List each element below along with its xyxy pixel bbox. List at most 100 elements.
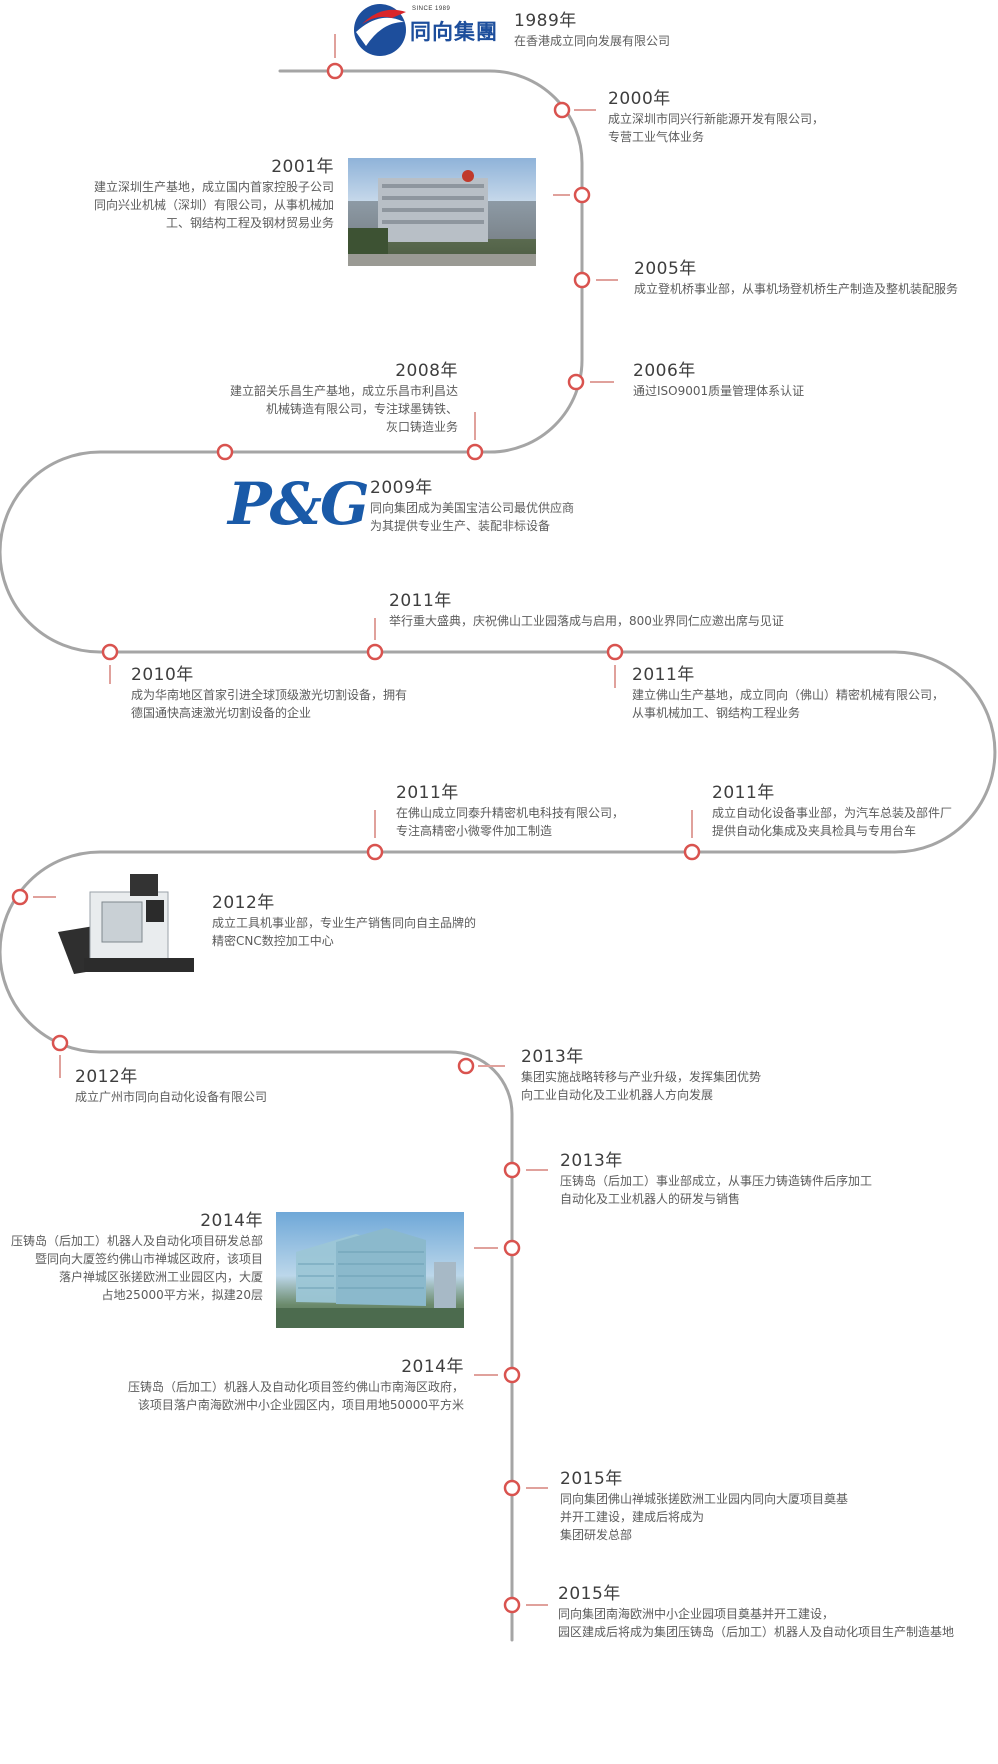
event-desc: 在香港成立同向发展有限公司 <box>514 34 671 48</box>
event-desc: 自动化及工业机器人的研发与销售 <box>560 1192 741 1206</box>
event-desc: 专注高精密小微零件加工制造 <box>396 824 553 838</box>
event-desc: 举行重大盛典，庆祝佛山工业园落成与启用，800业界同仁应邀出席与见证 <box>389 614 784 628</box>
event-2011-foshan: 2011年 建立佛山生产基地，成立同向（佛山）精密机械有限公司， 从事机械加工、… <box>632 664 944 722</box>
event-year: 2011年 <box>389 591 452 611</box>
marker-2005 <box>573 271 591 289</box>
event-2011-automation: 2011年 成立自动化设备事业部，为汽车总装及部件厂 提供自动化集成及夹具检具与… <box>712 782 952 840</box>
event-2009: 2009年 同向集团成为美国宝洁公司最优供应商 为其提供专业生产、装配非标设备 <box>370 477 574 535</box>
logo-brand-name: 同向集團 <box>410 20 498 44</box>
event-year: 2006年 <box>633 361 696 381</box>
event-2015-park: 2015年 同向集团南海欧洲中小企业园项目奠基并开工建设， 园区建成后将成为集团… <box>558 1583 954 1641</box>
marker-2012b <box>51 1034 69 1052</box>
event-desc: 成立登机桥事业部，从事机场登机桥生产制造及整机装配服务 <box>634 282 959 296</box>
event-desc: 同向兴业机械（深圳）有限公司，从事机械加 <box>93 198 334 212</box>
event-year: 2015年 <box>558 1584 621 1604</box>
marker-2000 <box>553 101 571 119</box>
marker-2015b <box>503 1596 521 1614</box>
event-desc: 德国通快高速激光切割设备的企业 <box>131 706 312 720</box>
marker-2014b <box>503 1366 521 1384</box>
logo-emblem-icon <box>354 4 406 56</box>
company-logo: SINCE 1989 同向集團 <box>352 2 502 58</box>
pg-logo: P&G <box>228 470 370 538</box>
event-desc: 同向集团南海欧洲中小企业园项目奠基并开工建设， <box>558 1607 835 1621</box>
event-2012-guangzhou: 2012年 成立广州市同向自动化设备有限公司 <box>75 1066 267 1106</box>
event-year: 2012年 <box>212 893 275 913</box>
logo-since: SINCE 1989 <box>412 6 451 12</box>
event-desc: 工、钢结构工程及钢材贸易业务 <box>165 216 334 230</box>
event-desc: 成立自动化设备事业部，为汽车总装及部件厂 <box>712 806 953 820</box>
marker-2013b <box>503 1161 521 1179</box>
event-desc: 同向集团佛山禅城张搓欧洲工业园内同向大厦项目奠基 <box>560 1492 849 1506</box>
event-year: 2011年 <box>712 783 775 803</box>
event-desc: 压铸岛（后加工）事业部成立，从事压力铸造铸件后序加工 <box>560 1174 873 1188</box>
marker-2010 <box>101 643 119 661</box>
event-desc: 成立深圳市同兴行新能源开发有限公司， <box>608 112 825 126</box>
event-desc: 成立工具机事业部，专业生产销售同向自主品牌的 <box>212 916 477 930</box>
marker-2012a <box>11 888 29 906</box>
event-year: 2010年 <box>131 665 194 685</box>
event-2006: 2006年 通过ISO9001质量管理体系认证 <box>633 360 804 400</box>
event-desc: 为其提供专业生产、装配非标设备 <box>370 519 551 533</box>
event-desc: 暨同向大厦签约佛山市禅城区政府，该项目 <box>34 1252 263 1266</box>
marker-2011b <box>606 643 624 661</box>
event-2008: 2008年 建立韶关乐昌生产基地，成立乐昌市利昌达 机械铸造有限公司，专注球墨铸… <box>230 360 458 436</box>
event-year: 2011年 <box>632 665 695 685</box>
marker-2013a <box>457 1057 475 1075</box>
marker-1989 <box>326 62 344 80</box>
event-desc: 在佛山成立同泰升精密机电科技有限公司， <box>396 806 625 820</box>
event-year: 2014年 <box>401 1357 464 1377</box>
event-desc: 集团研发总部 <box>560 1528 633 1542</box>
event-year: 2013年 <box>560 1151 623 1171</box>
event-desc: 从事机械加工、钢结构工程业务 <box>632 706 801 720</box>
pg-logo-text: P&G <box>228 470 370 538</box>
event-desc: 占地25000平方米，拟建20层 <box>101 1288 263 1302</box>
event-year: 2005年 <box>634 259 697 279</box>
event-desc: 园区建成后将成为集团压铸岛（后加工）机器人及自动化项目生产制造基地 <box>558 1625 955 1639</box>
event-desc: 专营工业气体业务 <box>608 130 705 144</box>
marker-2001 <box>573 186 591 204</box>
building-rendering-image <box>276 1212 464 1328</box>
event-desc: 集团实施战略转移与产业升级，发挥集团优势 <box>521 1070 762 1084</box>
event-desc: 该项目落户南海欧洲中小企业园区内，项目用地50000平方米 <box>137 1398 464 1412</box>
event-year: 2014年 <box>200 1211 263 1231</box>
event-desc: 落户禅城区张搓欧洲工业园区内，大厦 <box>58 1270 263 1284</box>
event-2012-cnc: 2012年 成立工具机事业部，专业生产销售同向自主品牌的 精密CNC数控加工中心 <box>212 892 476 950</box>
event-year: 2012年 <box>75 1067 138 1087</box>
event-2014-chancheng: 2014年 压铸岛（后加工）机器人及自动化项目研发总部 暨同向大厦签约佛山市禅城… <box>11 1210 263 1304</box>
event-2010: 2010年 成为华南地区首家引进全球顶级激光切割设备，拥有 德国通快高速激光切割… <box>131 664 407 722</box>
marker-2011a <box>366 643 384 661</box>
event-year: 2015年 <box>560 1469 623 1489</box>
event-desc: 提供自动化集成及夹具检具与专用台车 <box>712 824 917 838</box>
event-2001: 2001年 建立深圳生产基地，成立国内首家控股子公司 同向兴业机械（深圳）有限公… <box>94 156 334 232</box>
marker-2015a <box>503 1479 521 1497</box>
timeline-markers <box>11 62 701 1614</box>
event-2014-nanhai: 2014年 压铸岛（后加工）机器人及自动化项目签约佛山市南海区政府， 该项目落户… <box>128 1356 464 1414</box>
event-2005: 2005年 成立登机桥事业部，从事机场登机桥生产制造及整机装配服务 <box>634 258 958 298</box>
connector-ticks <box>33 34 693 1606</box>
event-desc: 机械铸造有限公司，专注球墨铸铁、 <box>265 402 458 416</box>
event-year: 2011年 <box>396 783 459 803</box>
event-desc: 精密CNC数控加工中心 <box>212 934 334 948</box>
event-desc: 灰口铸造业务 <box>385 420 458 434</box>
event-2011-ceremony: 2011年 举行重大盛典，庆祝佛山工业园落成与启用，800业界同仁应邀出席与见证 <box>389 590 784 630</box>
event-year: 2008年 <box>395 361 458 381</box>
event-desc: 并开工建设，建成后将成为 <box>560 1510 705 1524</box>
marker-2014a <box>503 1239 521 1257</box>
event-desc: 建立佛山生产基地，成立同向（佛山）精密机械有限公司， <box>632 688 945 702</box>
event-desc: 压铸岛（后加工）机器人及自动化项目研发总部 <box>10 1234 263 1248</box>
event-desc: 向工业自动化及工业机器人方向发展 <box>521 1088 714 1102</box>
event-year: 2001年 <box>271 157 334 177</box>
event-2015-tower: 2015年 同向集团佛山禅城张搓欧洲工业园内同向大厦项目奠基 并开工建设，建成后… <box>560 1468 848 1544</box>
event-desc: 压铸岛（后加工）机器人及自动化项目签约佛山市南海区政府， <box>127 1380 464 1394</box>
event-2013-strategy: 2013年 集团实施战略转移与产业升级，发挥集团优势 向工业自动化及工业机器人方… <box>521 1046 761 1104</box>
marker-2011c <box>366 843 384 861</box>
event-desc: 同向集团成为美国宝洁公司最优供应商 <box>370 501 575 515</box>
event-desc: 建立深圳生产基地，成立国内首家控股子公司 <box>93 180 334 194</box>
timeline-main-path <box>0 69 997 1642</box>
event-desc: 建立韶关乐昌生产基地，成立乐昌市利昌达 <box>229 384 458 398</box>
event-year: 1989年 <box>514 11 577 31</box>
event-1989: 1989年 在香港成立同向发展有限公司 <box>514 10 670 50</box>
marker-2006 <box>567 373 585 391</box>
cnc-machine-image <box>58 870 198 974</box>
